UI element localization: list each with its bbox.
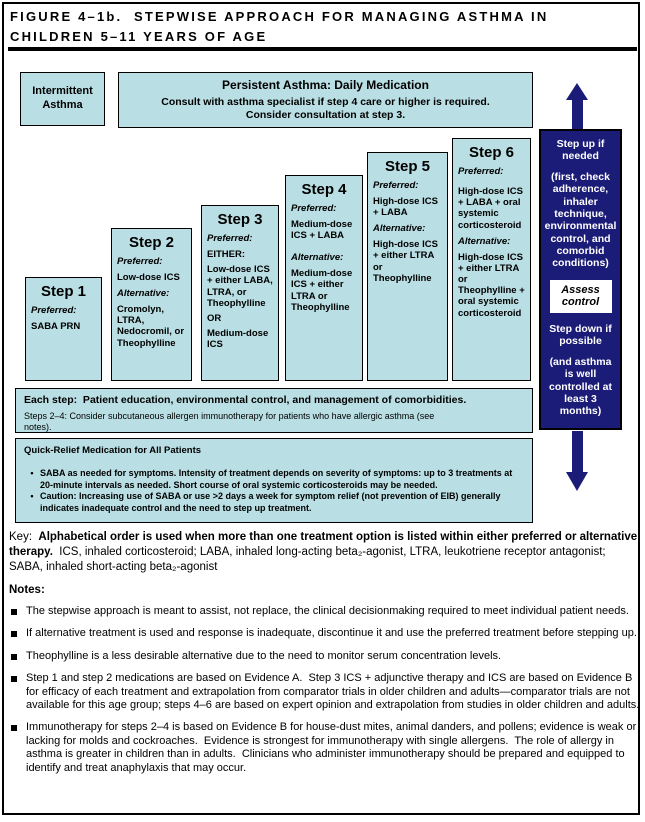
note-item: If alternative treatment is used and res… xyxy=(9,627,641,640)
step-4-preferred-text: Medium-dose ICS + LABA xyxy=(291,218,353,242)
each-step-subtext: Steps 2–4: Consider subcutaneous allerge… xyxy=(24,411,435,432)
step-4-alternative-text: Medium-dose ICS + either LTRA or Theophy… xyxy=(291,268,353,313)
note-item: Theophylline is a less desirable alterna… xyxy=(9,650,641,663)
quick-relief-bullet: • Caution: Increasing use of SABA or use… xyxy=(24,491,524,514)
notes-title: Notes: xyxy=(9,584,45,596)
step-3-either-label: EITHER: xyxy=(207,248,245,260)
step-6-preferred-text: High-dose ICS + LABA + oral systemic cor… xyxy=(458,185,523,231)
notes-section: Notes: The stepwise approach is meant to… xyxy=(9,584,641,775)
each-step-box: Each step: Patient education, environmen… xyxy=(15,388,533,433)
figure-title: FIGURE 4–1b. STEPWISE APPROACH FOR MANAG… xyxy=(10,7,632,46)
step-4-alternative-label: Alternative: xyxy=(291,252,344,264)
persistent-asthma-title: Persistent Asthma: Daily Medication xyxy=(222,78,429,92)
step-down-note: (and asthma is well controlled at least … xyxy=(548,355,612,418)
note-text: Immunotherapy for steps 2–4 is based on … xyxy=(26,721,640,774)
quick-relief-bullet-text: Caution: Increasing use of SABA or use >… xyxy=(40,491,501,514)
square-bullet-icon xyxy=(11,631,17,638)
step-down-text: Step down if possible xyxy=(549,323,612,348)
key-bold-text: Alphabetical order is used when more tha… xyxy=(9,531,641,558)
step-up-text: Step up if needed xyxy=(556,138,605,163)
each-step-text: Each step: Patient education, environmen… xyxy=(24,394,467,406)
step-2-box: Step 2 Preferred: Low-dose ICS Alternati… xyxy=(111,228,192,381)
bullet-icon: • xyxy=(30,468,34,478)
step-1-preferred-label: Preferred: xyxy=(31,305,77,316)
step-down-arrow-icon xyxy=(566,431,588,491)
quick-relief-title: Quick-Relief Medication for All Patients xyxy=(24,445,202,456)
step-5-box: Step 5 Preferred: High-dose ICS + LABA A… xyxy=(367,152,448,381)
step-3-or-label: OR xyxy=(207,312,222,324)
note-item: The stepwise approach is meant to assist… xyxy=(9,605,641,618)
step-3-option1-text: Low-dose ICS + either LABA, LTRA, or The… xyxy=(207,264,273,309)
persistent-asthma-sub2: Consider consultation at step 3. xyxy=(245,109,406,122)
step-5-preferred-text: High-dose ICS + LABA xyxy=(373,195,438,219)
figure-title-line1: FIGURE 4–1b. STEPWISE APPROACH FOR MANAG… xyxy=(10,9,549,24)
intermittent-asthma-box: Intermittent Asthma xyxy=(20,72,105,126)
step-5-preferred-label: Preferred: xyxy=(373,180,419,191)
figure-title-line2: CHILDREN 5–11 YEARS OF AGE xyxy=(10,28,268,44)
step-5-alternative-text: High-dose ICS + either LTRA or Theophyll… xyxy=(373,239,438,284)
square-bullet-icon xyxy=(11,725,17,732)
step-5-title: Step 5 xyxy=(384,158,430,175)
step-1-title: Step 1 xyxy=(40,283,86,300)
step-5-alternative-label: Alternative: xyxy=(373,223,426,235)
persistent-asthma-header: Persistent Asthma: Daily Medication Cons… xyxy=(118,72,533,128)
title-divider xyxy=(8,47,637,51)
bullet-icon: • xyxy=(30,491,34,502)
assess-control-box: Assess control xyxy=(549,279,612,314)
note-item: Step 1 and step 2 medications are based … xyxy=(9,672,641,712)
note-text: Theophylline is a less desirable alterna… xyxy=(26,649,502,662)
step-3-option2-text: Medium-dose ICS xyxy=(207,328,269,351)
square-bullet-icon xyxy=(11,653,17,660)
key-abbreviations: ICS, inhaled corticosteroid; LABA, inhal… xyxy=(9,545,609,573)
quick-relief-bullet-text: SABA as needed for symptoms. Intensity o… xyxy=(40,468,513,490)
step-up-arrow-icon xyxy=(566,83,588,129)
key-prefix: Key: xyxy=(9,531,39,543)
quick-relief-box: Quick-Relief Medication for All Patients… xyxy=(15,438,533,523)
step-6-title: Step 6 xyxy=(468,144,514,161)
step-4-preferred-label: Preferred: xyxy=(291,203,337,214)
step-6-alternative-text: High-dose ICS + either LTRA or Theophyll… xyxy=(458,251,525,319)
step-up-note: (first, check adherence, inhaler techniq… xyxy=(544,170,617,270)
persistent-asthma-sub1: Consult with asthma specialist if step 4… xyxy=(161,96,490,108)
step-1-box: Step 1 Preferred: SABA PRN xyxy=(25,277,102,381)
quick-relief-list: • SABA as needed for symptoms. Intensity… xyxy=(24,468,524,515)
step-6-preferred-label: Preferred: xyxy=(458,166,504,177)
note-item: Immunotherapy for steps 2–4 is based on … xyxy=(9,721,641,775)
step-3-preferred-label: Preferred: xyxy=(207,233,253,244)
step-4-box: Step 4 Preferred: Medium-dose ICS + LABA… xyxy=(285,175,363,381)
step-2-alternative-text: Cromolyn, LTRA, Nedocromil, or Theophyll… xyxy=(117,304,185,349)
step-2-preferred-text: Low-dose ICS xyxy=(117,271,180,283)
page-border xyxy=(2,2,640,815)
step-3-box: Step 3 Preferred: EITHER: Low-dose ICS +… xyxy=(201,205,279,381)
quick-relief-bullet: • SABA as needed for symptoms. Intensity… xyxy=(24,468,524,491)
step-2-title: Step 2 xyxy=(128,234,174,251)
step-4-title: Step 4 xyxy=(301,181,347,198)
note-text: If alternative treatment is used and res… xyxy=(26,627,637,640)
note-text: Step 1 and step 2 medications are based … xyxy=(26,672,640,712)
step-2-alternative-label: Alternative: xyxy=(117,288,170,300)
step-6-box: Step 6 Preferred: High-dose ICS + LABA +… xyxy=(452,138,531,381)
step-2-preferred-label: Preferred: xyxy=(117,256,163,267)
step-adjustment-panel: Step up if needed (first, check adherenc… xyxy=(539,129,622,430)
intermittent-asthma-label: Intermittent Asthma xyxy=(32,85,93,111)
square-bullet-icon xyxy=(11,609,17,615)
key-legend: Key: Alphabetical order is used when mor… xyxy=(9,530,639,575)
step-3-title: Step 3 xyxy=(217,211,263,228)
step-1-preferred-text: SABA PRN xyxy=(31,320,81,332)
step-6-alternative-label: Alternative: xyxy=(458,235,511,247)
square-bullet-icon xyxy=(11,676,17,683)
note-text: The stepwise approach is meant to assist… xyxy=(26,605,629,617)
